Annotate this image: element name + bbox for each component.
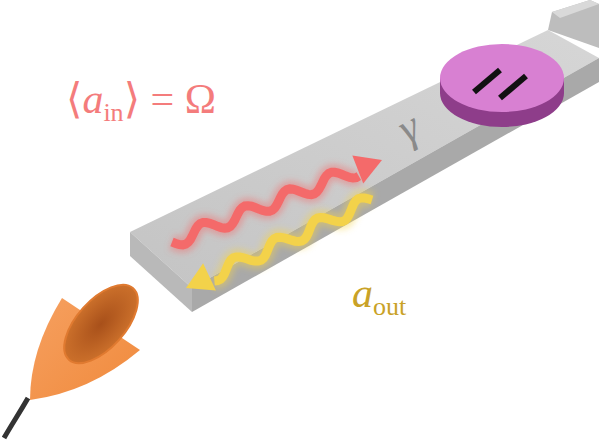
bracket: ⟨ xyxy=(66,76,82,122)
subscript: in xyxy=(103,98,123,127)
output-field-label: aout xyxy=(352,272,406,320)
subscript: out xyxy=(373,292,406,321)
detector xyxy=(4,272,151,438)
field-symbol: a xyxy=(352,270,373,316)
outgoing-wave xyxy=(186,198,372,291)
expectation-value: ⟩ = Ω xyxy=(124,76,216,122)
input-field-label: ⟨ain⟩ = Ω xyxy=(66,78,216,126)
qubit-disk xyxy=(440,44,564,127)
waveguide-top xyxy=(130,30,599,288)
field-symbol: a xyxy=(82,76,103,122)
end-wall-top xyxy=(552,0,599,18)
